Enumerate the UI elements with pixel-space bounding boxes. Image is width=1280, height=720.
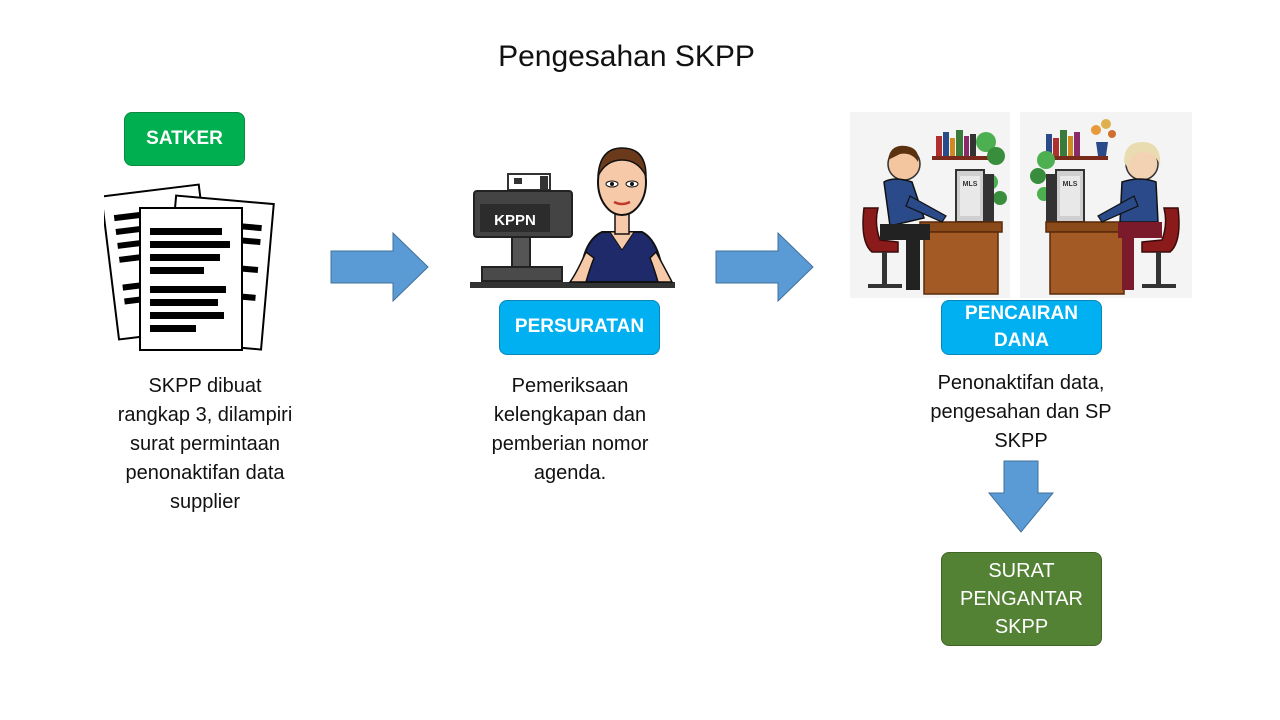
mls-label: MLS — [963, 181, 978, 188]
pencairan-dana-badge: PENCAIRAN DANA — [941, 300, 1102, 355]
pencairan-dana-description: Penonaktifan data, pengesahan dan SP SKP… — [930, 372, 1112, 452]
satker-description: SKPP dibuat rangkap 3, dilampiri surat p… — [117, 375, 293, 513]
arrow-right-icon — [715, 232, 814, 302]
persuratan-description: Pemeriksaan kelengkapan dan pemberian no… — [491, 375, 649, 484]
page-title: Pengesahan SKPP — [498, 40, 755, 73]
satker-badge: SATKER — [124, 112, 245, 166]
persuratan-badge: PERSURATAN — [499, 300, 660, 355]
office-workers-icon: MLS MLS — [850, 112, 1192, 298]
mls-label: MLS — [1063, 181, 1078, 188]
documents-icon — [104, 183, 275, 351]
worker-left: MLS — [862, 130, 1007, 295]
worker-right: MLS — [1030, 119, 1180, 295]
kppn-counter-clerk-icon: KPPN — [470, 147, 675, 288]
arrow-down-icon — [987, 460, 1055, 533]
kppn-sign: KPPN — [494, 212, 536, 229]
arrow-right-icon — [330, 232, 429, 302]
surat-pengantar-skpp-badge: SURAT PENGANTAR SKPP — [941, 552, 1102, 646]
